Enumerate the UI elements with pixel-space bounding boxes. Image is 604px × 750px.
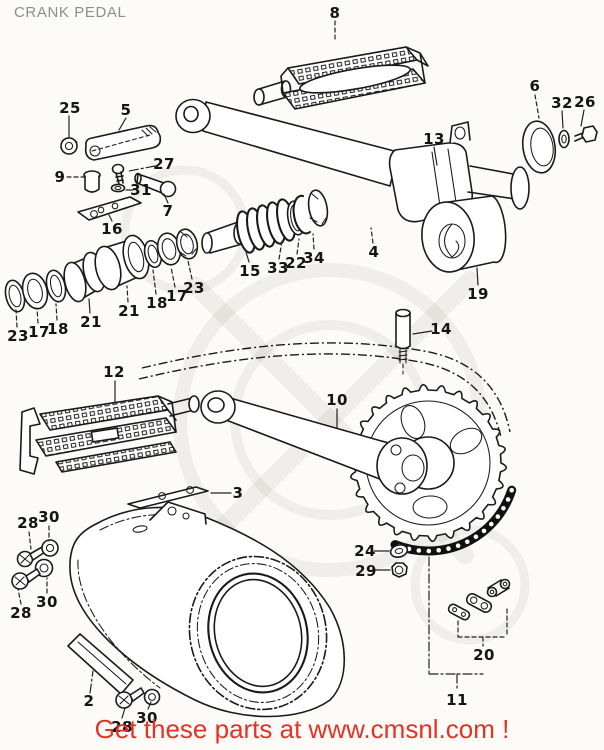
- bolts-28-washers-30-drawing: [11, 539, 161, 709]
- part-label-30: 30: [38, 508, 60, 526]
- pedal-rubber-5-drawing: [84, 124, 162, 161]
- part-label-29: 29: [355, 562, 377, 580]
- part-label-30: 30: [36, 593, 58, 611]
- plate-3-drawing: [127, 486, 209, 509]
- part-label-23: 23: [183, 279, 205, 297]
- pedal-12-drawing: [19, 395, 200, 475]
- part-label-7: 7: [163, 202, 174, 220]
- cmsnl-footer-link[interactable]: Get these parts at www.cmsnl.com !: [94, 714, 510, 744]
- bushing-ring-row-drawing: [4, 228, 199, 313]
- part-label-26: 26: [574, 93, 596, 111]
- pin-7-drawing: [134, 172, 177, 198]
- part-label-25: 25: [59, 99, 81, 117]
- cylinder-19-drawing: [421, 195, 507, 273]
- part-label-34: 34: [303, 249, 325, 267]
- part-label-10: 10: [326, 391, 348, 409]
- part-label-33: 33: [267, 259, 289, 277]
- part-label-17: 17: [166, 287, 188, 305]
- part-label-23: 23: [7, 327, 29, 345]
- part-label-30: 30: [136, 709, 158, 727]
- part-label-4: 4: [369, 243, 380, 261]
- rings-33-22-34-drawing: [286, 189, 329, 236]
- drive-chain-drawing: [390, 485, 517, 556]
- part-label-15: 15: [239, 262, 261, 280]
- pin-14-drawing: [395, 308, 411, 375]
- nut-25-drawing: [60, 137, 78, 155]
- plate-16-drawing: [77, 196, 142, 221]
- part-label-19: 19: [467, 285, 489, 303]
- part-label-32: 32: [551, 94, 573, 112]
- part-label-3: 3: [233, 484, 244, 502]
- part-label-20: 20: [473, 646, 495, 664]
- rubber-strip-2-drawing: [67, 633, 134, 695]
- pedal-8-drawing: [253, 46, 429, 110]
- part-label-6: 6: [530, 77, 541, 95]
- part-label-21: 21: [80, 313, 102, 331]
- clip-31-drawing: [110, 183, 126, 193]
- part-label-16: 16: [101, 220, 123, 238]
- part-label-28: 28: [17, 514, 39, 532]
- bolt-27-drawing: [111, 163, 125, 185]
- part-label-31: 31: [130, 181, 152, 199]
- nut-29-drawing: [391, 562, 408, 578]
- part-label-8: 8: [330, 4, 341, 22]
- part-label-22: 22: [285, 254, 307, 272]
- crank-arm-10-drawing: [200, 390, 428, 495]
- master-link-20-drawing: [447, 578, 511, 621]
- part-label-28: 28: [10, 604, 32, 622]
- part-label-5: 5: [121, 101, 132, 119]
- cap-9-drawing: [83, 170, 101, 193]
- part-label-18: 18: [47, 320, 69, 338]
- part-label-11: 11: [446, 691, 468, 709]
- part-label-13: 13: [423, 130, 445, 148]
- part-label-9: 9: [55, 168, 66, 186]
- leader-lines: [15, 20, 585, 719]
- part-label-18: 18: [146, 294, 168, 312]
- part-label-2: 2: [84, 692, 95, 710]
- part-label-12: 12: [103, 363, 125, 381]
- part-label-28: 28: [111, 718, 133, 736]
- part-label-27: 27: [153, 155, 175, 173]
- page-title: CRANK PEDAL: [14, 4, 127, 21]
- spring-15-drawing: [201, 198, 297, 254]
- part-label-24: 24: [354, 542, 376, 560]
- part-label-14: 14: [430, 320, 452, 338]
- part-label-21: 21: [118, 302, 140, 320]
- chain-case-drawing: [69, 501, 345, 718]
- washer-24-drawing: [389, 544, 409, 558]
- part-label-17: 17: [28, 323, 50, 341]
